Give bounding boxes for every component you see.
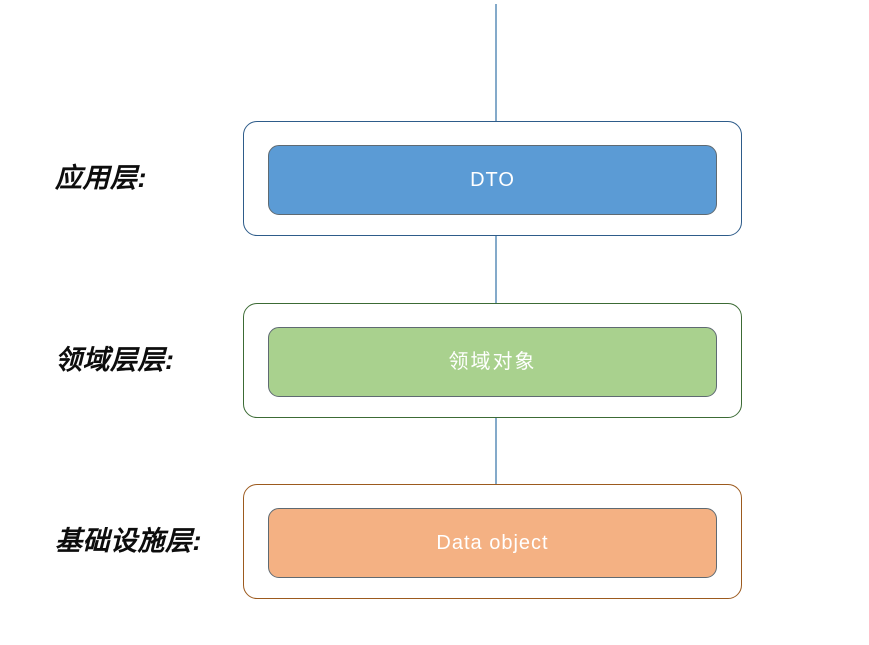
node-data-object-label: Data object <box>436 532 549 554</box>
layer-label-application: 应用层: <box>55 163 147 193</box>
node-dto-label: DTO <box>470 169 515 191</box>
layer-label-infrastructure: 基础设施层: <box>55 526 202 556</box>
node-data-object[interactable]: Data object <box>268 508 717 578</box>
node-dto[interactable]: DTO <box>268 145 717 215</box>
node-domain-object-label: 领域对象 <box>448 351 537 373</box>
layer-label-domain: 领域层层: <box>55 345 175 375</box>
node-domain-object[interactable]: 领域对象 <box>268 327 717 397</box>
